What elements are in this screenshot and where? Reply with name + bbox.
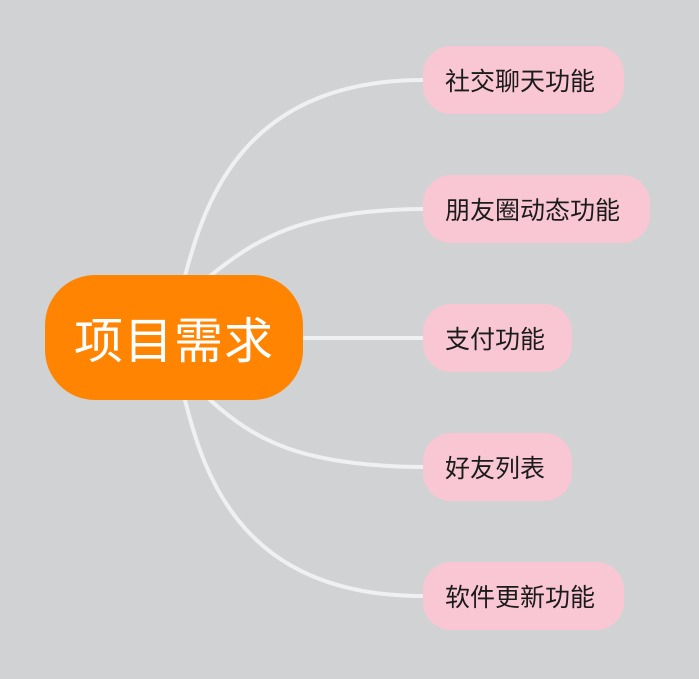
branch-topic-node[interactable]: 社交聊天功能 — [423, 46, 624, 114]
branch-topic-label: 社交聊天功能 — [445, 67, 596, 96]
connector-line — [208, 207, 425, 278]
branch-topic-label: 好友列表 — [445, 454, 546, 483]
root-topic-label: 项目需求 — [73, 313, 274, 370]
connector-line — [208, 398, 425, 469]
connector-line — [183, 78, 425, 278]
branch-topic-label: 支付功能 — [445, 325, 546, 354]
branch-topic-label: 朋友圈动态功能 — [445, 196, 621, 225]
branch-topic-node[interactable]: 好友列表 — [423, 433, 572, 501]
branch-topic-node[interactable]: 朋友圈动态功能 — [423, 175, 650, 243]
connector-line — [183, 398, 425, 598]
branch-topic-node[interactable]: 软件更新功能 — [423, 562, 624, 630]
branch-topic-label: 软件更新功能 — [445, 583, 596, 612]
root-topic-node[interactable]: 项目需求 — [45, 275, 303, 400]
branch-topic-node[interactable]: 支付功能 — [423, 304, 572, 372]
